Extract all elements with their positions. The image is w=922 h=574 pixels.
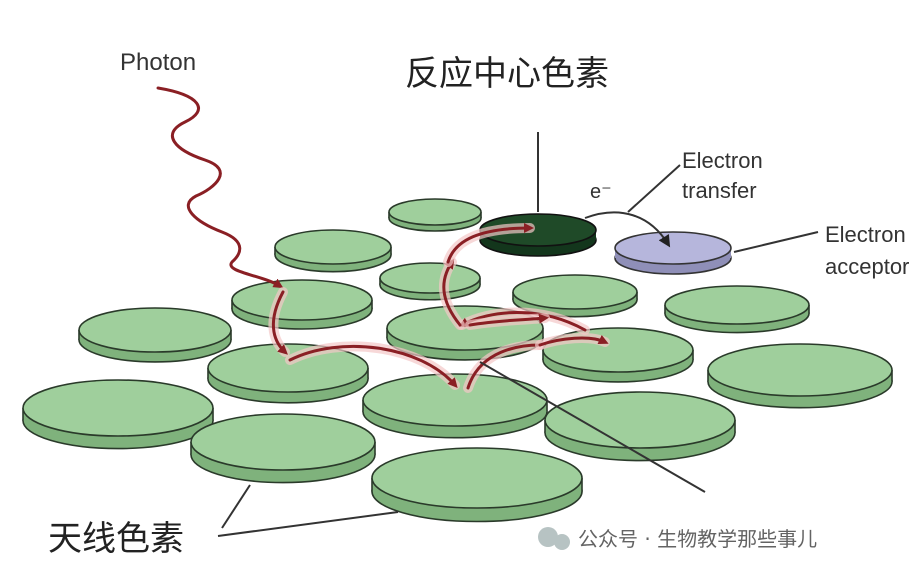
antenna-pigment-label: 天线色素 — [48, 519, 184, 559]
antenna-pigment-disk — [379, 262, 481, 301]
photon-wave — [156, 86, 284, 289]
antenna-leader-2 — [221, 484, 251, 529]
antenna-pigment-disk — [388, 198, 482, 232]
antenna-pigment-disk — [190, 413, 376, 484]
watermark-text: 公众号 · 生物教学那些事儿 — [578, 527, 817, 551]
antenna-pigment-disk — [544, 391, 736, 462]
electron-transfer-arrow — [584, 211, 671, 248]
antenna-pigment-disk — [78, 307, 232, 363]
antenna-pigment-disk — [207, 343, 369, 404]
antenna-pigment-disk — [707, 343, 893, 409]
energy-transfer-arrows — [268, 223, 610, 393]
antenna-pigment-disk — [274, 229, 392, 273]
electron-symbol: e⁻ — [590, 181, 612, 203]
reaction-center-label: 反应中心色素 — [405, 54, 609, 94]
antenna-pigment-disk — [371, 447, 583, 523]
antenna-pigment-disk — [22, 379, 214, 450]
electron-acceptor-leader — [733, 231, 819, 253]
antenna-pigment-disk — [512, 274, 638, 318]
electron-transfer-label-2: transfer — [682, 178, 757, 203]
antenna-pigment-disk — [231, 279, 373, 330]
electron-acceptor-label-1: Electron — [825, 222, 906, 247]
antenna-pigment-disk — [664, 285, 810, 334]
antenna-disks — [22, 198, 893, 523]
electron-acceptor-disk — [614, 231, 732, 275]
electron-transfer-label-1: Electron — [682, 148, 763, 173]
electron-transfer-leader — [627, 164, 681, 213]
antenna-pigment-disk — [362, 373, 548, 439]
diagonal-line — [479, 361, 706, 493]
antenna-leader-1 — [217, 511, 399, 537]
electron-acceptor-label-2: acceptor — [825, 254, 909, 279]
photon-label: Photon — [120, 49, 196, 76]
watermark: 公众号 · 生物教学那些事儿 — [538, 527, 817, 551]
